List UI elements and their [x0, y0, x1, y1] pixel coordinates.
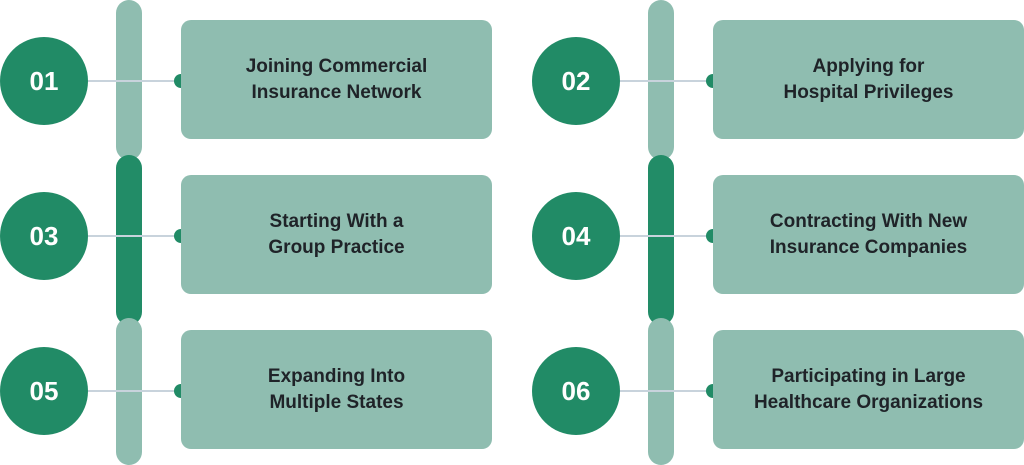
connector-line — [620, 390, 714, 392]
vertical-bar-segment-highlight — [116, 155, 142, 325]
step-06: 06 Participating in Large Healthcare Org… — [532, 330, 1024, 450]
connector-line — [620, 80, 714, 82]
step-01: 01 Joining Commercial Insurance Network — [0, 20, 512, 140]
step-label: Applying for Hospital Privileges — [783, 55, 954, 103]
step-number-badge: 05 — [0, 347, 88, 435]
connector-line — [620, 235, 714, 237]
left-column: 01 Joining Commercial Insurance Network … — [0, 0, 512, 465]
connector-line — [88, 390, 182, 392]
step-label: Expanding Into Multiple States — [267, 365, 406, 413]
step-03: 03 Starting With a Group Practice — [0, 175, 512, 295]
step-label: Contracting With New Insurance Companies — [769, 210, 968, 258]
step-card: Starting With a Group Practice — [181, 175, 492, 294]
step-number-badge: 02 — [532, 37, 620, 125]
step-label: Starting With a Group Practice — [268, 210, 405, 258]
step-02: 02 Applying for Hospital Privileges — [532, 20, 1024, 140]
step-number-badge: 04 — [532, 192, 620, 280]
vertical-bar-segment-highlight — [648, 155, 674, 325]
right-column: 02 Applying for Hospital Privileges 04 C… — [532, 0, 1024, 465]
step-card: Joining Commercial Insurance Network — [181, 20, 492, 139]
step-number-badge: 06 — [532, 347, 620, 435]
step-number-badge: 01 — [0, 37, 88, 125]
step-card: Participating in Large Healthcare Organi… — [713, 330, 1024, 449]
step-label: Participating in Large Healthcare Organi… — [753, 365, 984, 413]
step-04: 04 Contracting With New Insurance Compan… — [532, 175, 1024, 295]
step-label: Joining Commercial Insurance Network — [245, 55, 428, 103]
step-number-badge: 03 — [0, 192, 88, 280]
step-card: Expanding Into Multiple States — [181, 330, 492, 449]
step-card: Applying for Hospital Privileges — [713, 20, 1024, 139]
connector-line — [88, 235, 182, 237]
step-card: Contracting With New Insurance Companies — [713, 175, 1024, 294]
connector-line — [88, 80, 182, 82]
step-05: 05 Expanding Into Multiple States — [0, 330, 512, 450]
